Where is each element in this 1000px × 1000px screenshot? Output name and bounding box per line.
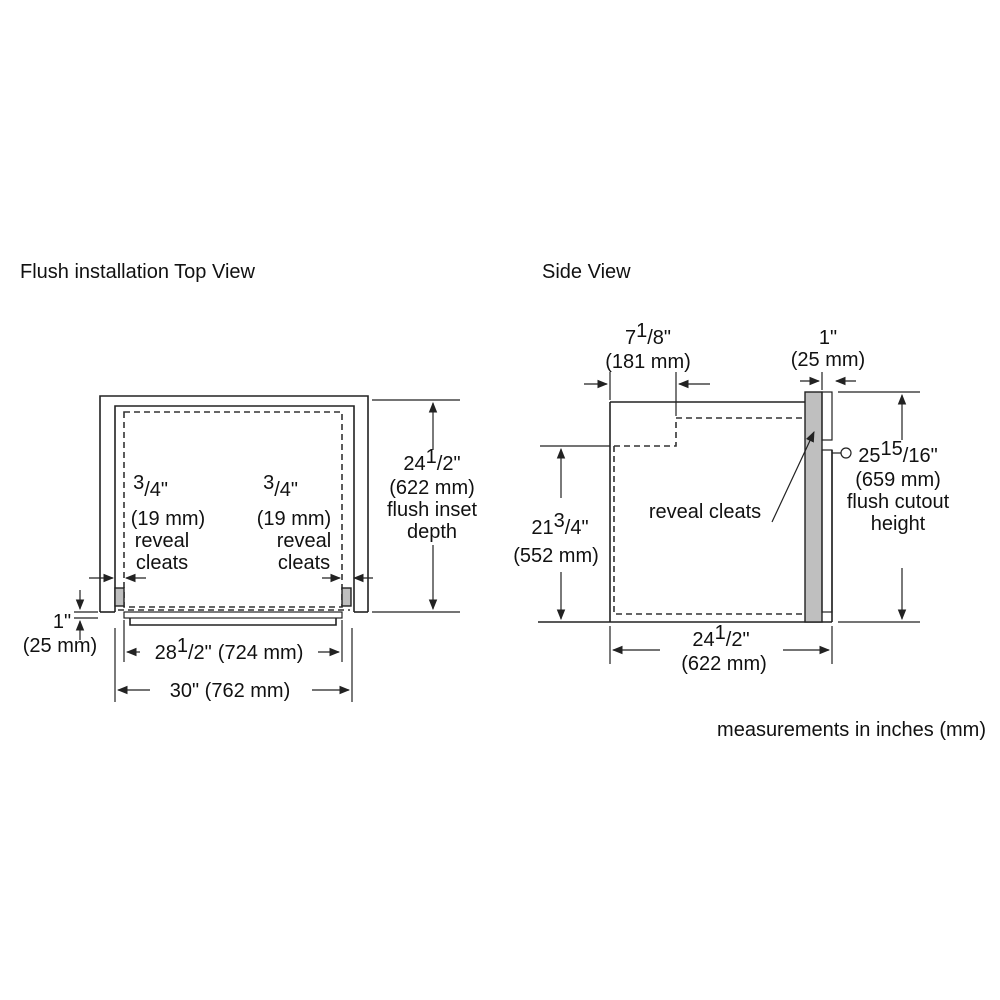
- svg-text:3/4": 3/4": [133, 472, 168, 501]
- svg-text:(622 mm): (622 mm): [389, 477, 475, 499]
- svg-text:281/2"(724 mm): 281/2"(724 mm): [155, 635, 304, 664]
- left-cleat: [114, 587, 125, 607]
- svg-text:30" (762 mm): 30" (762 mm): [170, 680, 290, 702]
- svg-text:(552 mm): (552 mm): [513, 545, 599, 567]
- door-thickness-dimension: 1" (25 mm): [791, 327, 865, 390]
- svg-text:height: height: [871, 513, 926, 535]
- svg-text:cleats: cleats: [278, 552, 330, 574]
- reveal-cleats-callout: reveal cleats: [649, 431, 815, 523]
- svg-text:(181 mm): (181 mm): [605, 351, 691, 373]
- right-cleat-dimension: 3/4" (19 mm) reveal cleats: [257, 472, 373, 583]
- svg-text:(25 mm): (25 mm): [23, 635, 97, 657]
- svg-text:reveal cleats: reveal cleats: [649, 501, 761, 523]
- svg-text:213/4": 213/4": [531, 510, 588, 539]
- svg-text:1": 1": [819, 327, 837, 349]
- svg-text:241/2": 241/2": [692, 622, 749, 651]
- side-view: Side View 71/8" (181 mm): [513, 261, 949, 675]
- top-view: Flush installation Top View 3/4" (19 mm)…: [20, 261, 477, 702]
- svg-text:flush cutout: flush cutout: [847, 491, 950, 513]
- svg-text:flush inset: flush inset: [387, 499, 477, 521]
- svg-text:(25 mm): (25 mm): [791, 349, 865, 371]
- svg-text:(659 mm): (659 mm): [855, 469, 941, 491]
- outer-width-dimension: 30" (762 mm): [114, 628, 353, 702]
- left-cleat-dimension: 3/4" (19 mm) reveal cleats: [89, 472, 205, 583]
- door-panel: [804, 391, 823, 623]
- svg-text:reveal: reveal: [135, 530, 189, 552]
- cutout-height-dimension: 2515/16" (659 mm) flush cutout height: [838, 391, 950, 623]
- svg-text:(622 mm): (622 mm): [681, 653, 767, 675]
- side-view-title: Side View: [542, 261, 631, 283]
- right-cleat: [341, 587, 352, 607]
- svg-text:(19 mm): (19 mm): [257, 508, 331, 530]
- svg-text:1": 1": [53, 611, 71, 633]
- svg-text:cleats: cleats: [136, 552, 188, 574]
- footnote: measurements in inches (mm): [717, 719, 986, 741]
- svg-text:depth: depth: [407, 521, 457, 543]
- edge-dimension: 1" (25 mm): [23, 590, 98, 657]
- top-offset-dimension: 71/8" (181 mm): [584, 320, 710, 416]
- top-view-title: Flush installation Top View: [20, 261, 256, 283]
- svg-text:2515/16": 2515/16": [858, 438, 937, 467]
- height-dimension: 213/4" (552 mm): [513, 445, 610, 621]
- depth-dimension-side: 241/2" (622 mm): [609, 622, 833, 675]
- svg-text:reveal: reveal: [277, 530, 331, 552]
- svg-text:71/8": 71/8": [625, 320, 671, 349]
- svg-text:3/4": 3/4": [263, 472, 298, 501]
- side-view-cabinet: [538, 391, 852, 623]
- inner-width-dimension: 281/2"(724 mm): [123, 620, 343, 664]
- depth-dimension: 241/2" (622 mm) flush inset depth: [372, 399, 477, 613]
- svg-text:241/2": 241/2": [403, 446, 460, 475]
- top-view-cabinet: [99, 395, 369, 626]
- svg-text:(19 mm): (19 mm): [131, 508, 205, 530]
